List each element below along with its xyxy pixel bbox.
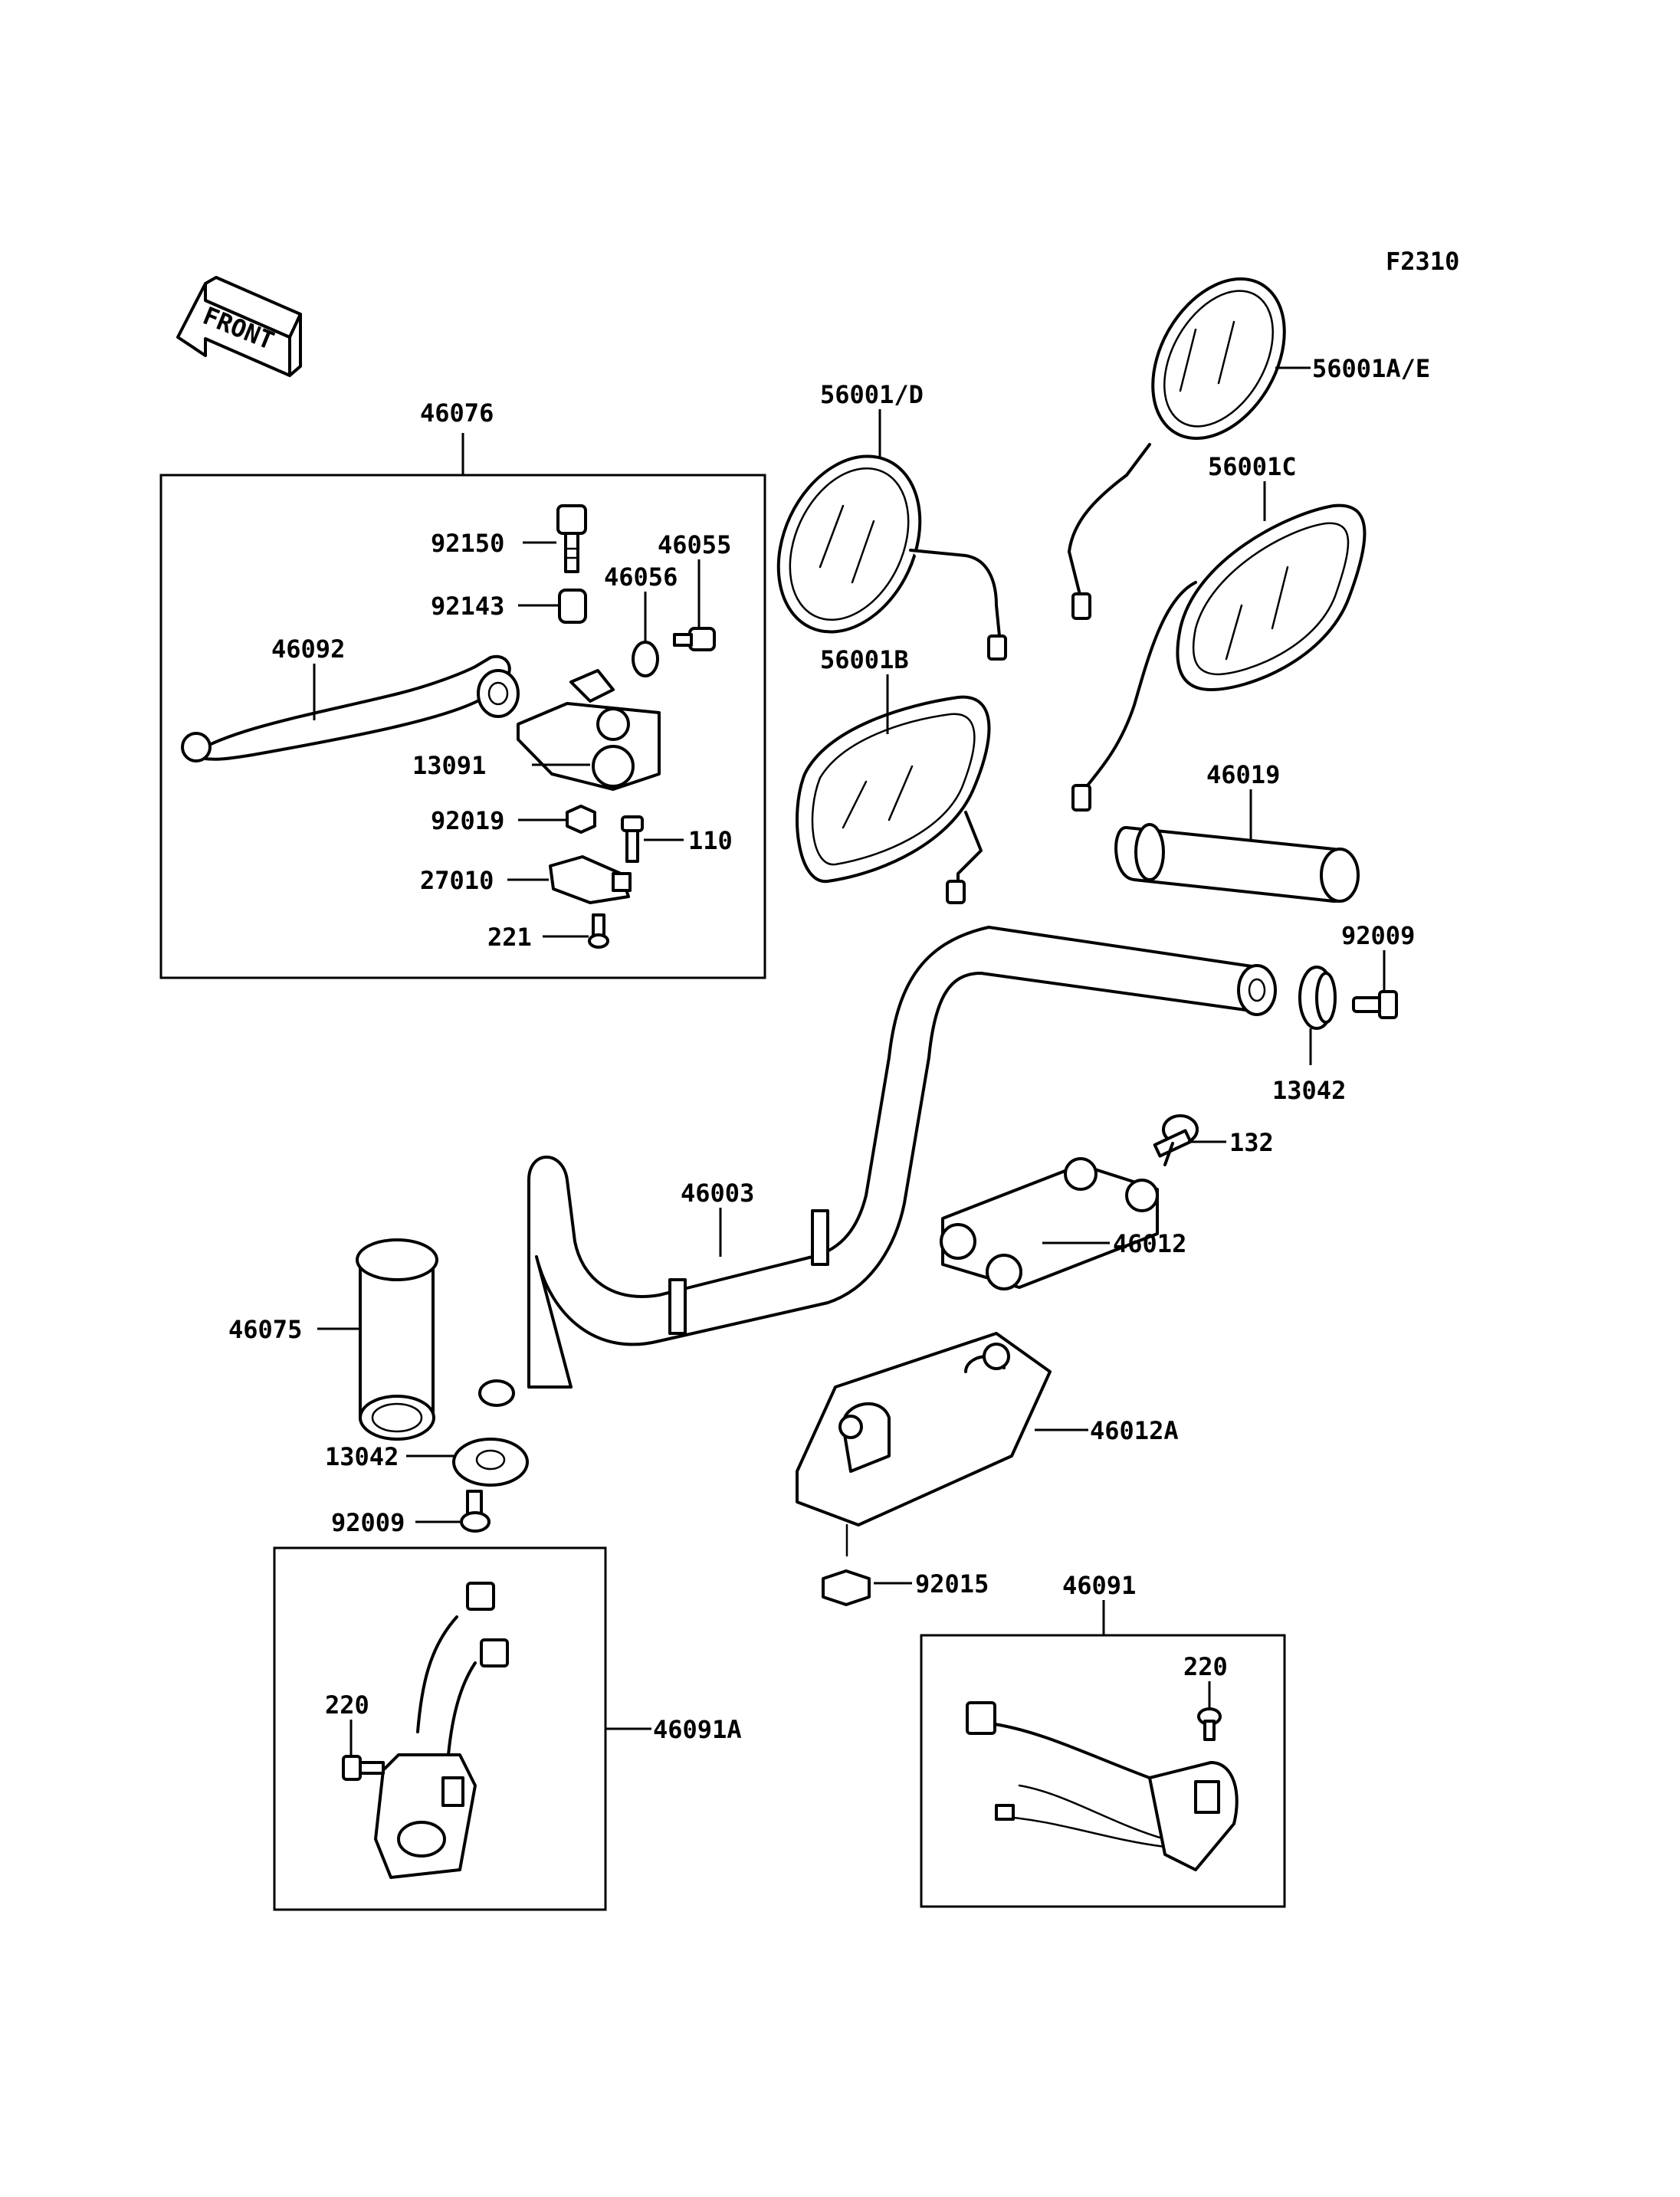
weight-13042-right-icon <box>1298 966 1337 1030</box>
label-46056: 46056 <box>604 562 678 592</box>
label-46003: 46003 <box>681 1179 754 1208</box>
front-arrow-icon: FRONT <box>176 276 302 377</box>
label-110: 110 <box>688 826 733 855</box>
screw-110-icon <box>621 815 644 863</box>
switch-46091A-icon <box>374 1582 509 1879</box>
label-46012: 46012 <box>1113 1229 1186 1258</box>
label-92009-left: 92009 <box>331 1508 405 1537</box>
mirror-56001B-icon <box>796 695 991 904</box>
label-56001C: 56001C <box>1208 452 1297 481</box>
label-56001B: 56001B <box>820 645 909 674</box>
holder-13091-icon <box>517 669 661 791</box>
label-92143: 92143 <box>431 592 504 621</box>
screw-92009-right-icon <box>1352 990 1398 1019</box>
screw-92009-left-icon <box>460 1490 491 1533</box>
label-46012A: 46012A <box>1090 1416 1179 1445</box>
mirror-56001AE-icon <box>1068 277 1286 620</box>
clamp-46012-icon <box>940 1157 1159 1290</box>
label-56001D: 56001/D <box>820 380 924 409</box>
screw-220-left-icon <box>342 1755 385 1781</box>
label-27010: 27010 <box>420 866 494 895</box>
label-46091: 46091 <box>1062 1571 1136 1600</box>
switch-46091-icon <box>966 1701 1239 1871</box>
label-46091A: 46091A <box>653 1715 742 1744</box>
label-56001AE: 56001A/E <box>1312 354 1430 383</box>
nut-92015-icon <box>822 1569 871 1606</box>
handlebar-46003-icon <box>478 926 1277 1407</box>
label-46076: 46076 <box>420 398 494 428</box>
label-220-left: 220 <box>325 1690 369 1720</box>
label-13091: 13091 <box>412 751 486 780</box>
label-13042-left: 13042 <box>325 1442 399 1471</box>
switch-27010-icon <box>549 855 632 904</box>
nut-46056-icon <box>632 641 659 677</box>
grip-46075-icon <box>356 1238 438 1441</box>
lever-46092-icon <box>181 654 520 762</box>
label-132: 132 <box>1229 1128 1274 1157</box>
label-46055: 46055 <box>658 530 731 559</box>
label-13042-right: 13042 <box>1272 1076 1346 1105</box>
label-92009-right: 92009 <box>1341 921 1415 950</box>
collar-92143-icon <box>558 589 587 624</box>
label-221: 221 <box>487 923 532 952</box>
bolt-132-icon <box>1153 1114 1199 1166</box>
label-92019: 92019 <box>431 806 504 835</box>
grip-46019-icon <box>1114 823 1360 903</box>
label-46019: 46019 <box>1206 760 1280 789</box>
screw-46055-icon <box>673 627 716 651</box>
weight-13042-left-icon <box>452 1438 529 1487</box>
label-46075: 46075 <box>228 1315 302 1344</box>
bolt-92150-icon <box>556 504 587 573</box>
mirror-56001C-icon <box>1071 503 1367 812</box>
screw-220-right-icon <box>1197 1707 1222 1741</box>
label-220-right: 220 <box>1183 1652 1228 1681</box>
label-92150: 92150 <box>431 529 504 558</box>
label-92015: 92015 <box>915 1569 989 1599</box>
screw-221-icon <box>588 913 609 949</box>
nut-92019-icon <box>566 805 596 834</box>
label-46092: 46092 <box>271 635 345 664</box>
holder-46012A-icon <box>796 1332 1052 1557</box>
mirror-56001D-icon <box>776 454 1007 661</box>
figure-code: F2310 <box>1386 247 1459 276</box>
